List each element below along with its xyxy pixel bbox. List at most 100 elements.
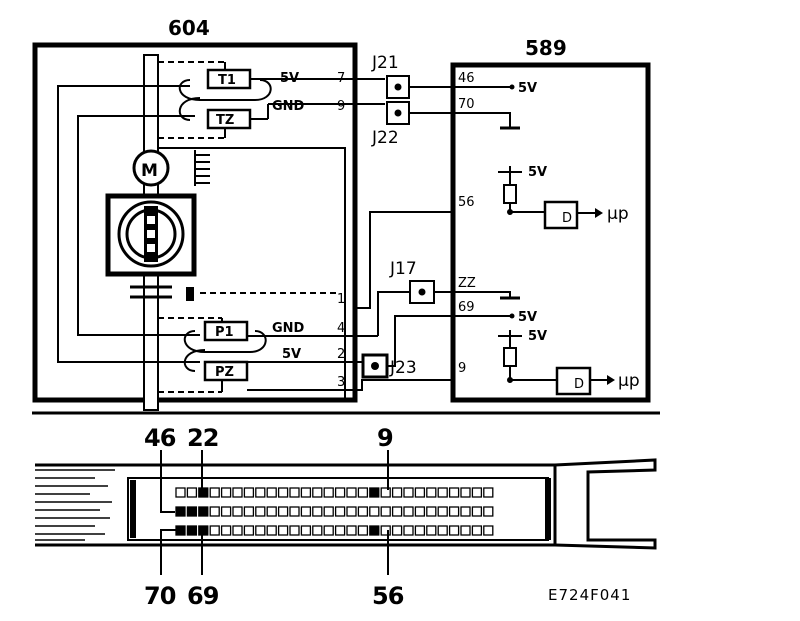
sensor-p1: P1 xyxy=(183,318,267,353)
connector-pin xyxy=(380,525,391,536)
connector-pin-grid xyxy=(175,487,494,536)
j17-label: J17 xyxy=(389,259,417,279)
connector-pin xyxy=(448,525,460,536)
connector-pin xyxy=(312,525,323,536)
connector-pin xyxy=(220,525,232,536)
pullup-1-label: 5V xyxy=(528,165,547,180)
connector-pin xyxy=(471,487,483,498)
connector-pin xyxy=(448,506,460,517)
connector-pin xyxy=(277,506,289,517)
connector-pin xyxy=(243,487,255,498)
connector-pin xyxy=(243,525,255,536)
connector-pin xyxy=(426,525,437,536)
connector-pin xyxy=(175,487,186,498)
svg-text:D: D xyxy=(574,377,584,392)
connector-pin xyxy=(209,525,220,536)
connector-pin xyxy=(198,487,209,498)
connector-pin xyxy=(460,487,471,498)
connector-pin xyxy=(369,525,380,536)
connector-pin xyxy=(186,487,198,498)
callout-70 xyxy=(160,529,178,575)
pin-1-plunger xyxy=(186,287,194,301)
conn-label-56: 56 xyxy=(372,582,404,610)
connector-pin xyxy=(209,506,220,517)
connector-pin xyxy=(323,525,334,536)
connector-pin xyxy=(414,487,426,498)
sensor-t2: TZ xyxy=(178,97,252,138)
connector-pin xyxy=(232,487,243,498)
pullup-2-label: 5V xyxy=(528,329,547,344)
supply-69-label: 5V xyxy=(518,310,537,325)
adc-1 xyxy=(543,200,579,230)
svg-text:D: D xyxy=(562,211,572,226)
j22-label: J22 xyxy=(371,128,399,148)
pin-1: 1 xyxy=(337,292,345,307)
pin-9-right-label: 9 xyxy=(458,361,466,376)
connector-pin xyxy=(300,525,312,536)
sensor-p2: PZ xyxy=(183,349,249,392)
connector-pin xyxy=(255,525,266,536)
svg-text:TZ: TZ xyxy=(216,113,234,128)
connector-pin xyxy=(232,506,243,517)
module-604-box xyxy=(32,42,358,403)
connector-pin xyxy=(312,506,323,517)
conn-label-9: 9 xyxy=(377,424,393,452)
connector-pin xyxy=(357,525,369,536)
svg-text:PZ: PZ xyxy=(215,365,234,380)
connector-pin xyxy=(437,487,448,498)
connector-pin xyxy=(289,487,300,498)
conn-label-70: 70 xyxy=(144,582,176,610)
connector-pin xyxy=(312,487,323,498)
module-589-box xyxy=(450,62,651,403)
conn-label-46: 46 xyxy=(144,424,176,452)
pin-9: 9 xyxy=(337,99,345,114)
connector-pin xyxy=(232,525,243,536)
connector-pin xyxy=(437,506,448,517)
callout-46 xyxy=(160,450,175,513)
connector-pin xyxy=(220,487,232,498)
motor: M xyxy=(132,149,210,187)
connector-pin xyxy=(448,487,460,498)
connector-pin xyxy=(357,487,369,498)
connector-pin xyxy=(289,525,300,536)
adc-2 xyxy=(555,366,592,396)
pin-69-label: 69 xyxy=(458,300,475,315)
reference-code: E724F041 xyxy=(548,586,631,604)
conn-label-22: 22 xyxy=(187,424,218,452)
connector-pin xyxy=(323,487,334,498)
connector-pin xyxy=(300,487,312,498)
connector-pin xyxy=(334,487,346,498)
pin-70-label: 70 xyxy=(458,97,475,112)
encoder-gear xyxy=(105,193,197,277)
connector-pin xyxy=(437,525,448,536)
pin-22-label: ZZ xyxy=(458,276,476,291)
connector-pin xyxy=(357,506,369,517)
t2-ground-label: GND xyxy=(272,99,305,114)
connector-pin xyxy=(471,525,483,536)
connector-pin xyxy=(266,506,277,517)
wire-j23-69 xyxy=(387,315,455,367)
j21-label: J21 xyxy=(371,53,399,73)
connector-pin xyxy=(391,487,403,498)
module-589-label: 589 xyxy=(525,36,567,60)
connector-pin xyxy=(198,506,209,517)
sensor-t1: T1 xyxy=(178,62,272,101)
connector-pin xyxy=(403,506,414,517)
connector-pin xyxy=(369,487,380,498)
motor-winding-icon xyxy=(194,150,210,186)
connector-pin xyxy=(391,506,403,517)
connector-pin xyxy=(243,506,255,517)
connector-pin xyxy=(483,506,494,517)
connector-pin xyxy=(334,525,346,536)
pin-2: 2 xyxy=(337,347,345,362)
p1-ground-label: GND xyxy=(272,321,305,336)
connector-pin xyxy=(175,506,186,517)
connector-pin xyxy=(186,506,198,517)
connector-pin xyxy=(471,506,483,517)
resistor-1 xyxy=(503,184,517,204)
connector-pin xyxy=(414,525,426,536)
connector-pin xyxy=(346,506,357,517)
connector-pin xyxy=(426,487,437,498)
wire-pin4-j17 xyxy=(377,291,410,336)
